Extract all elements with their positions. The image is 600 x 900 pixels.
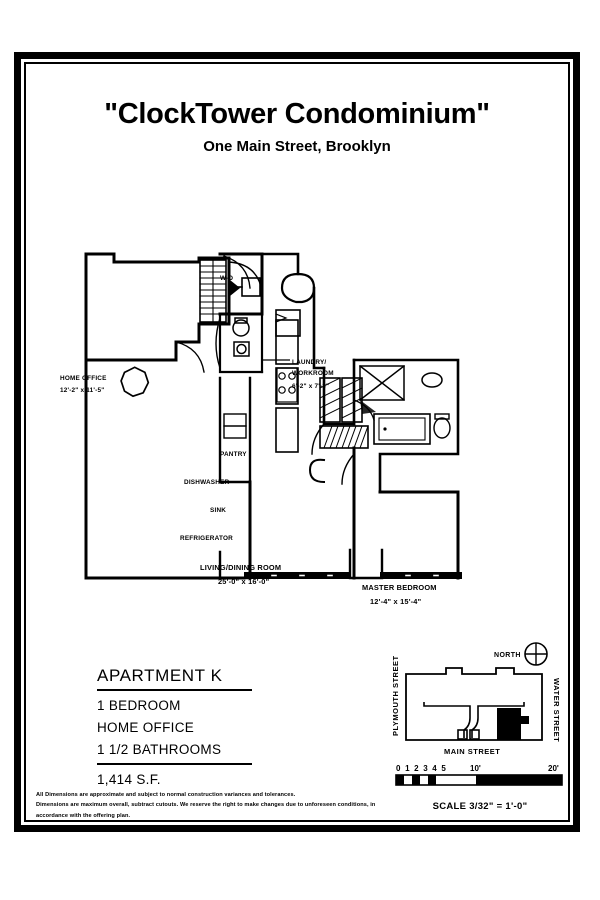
scale-bar-drawing: 0 1 2 3 4 5 10' 20' bbox=[395, 764, 563, 786]
label-laundry-name-2: WORKROOM bbox=[292, 370, 334, 377]
apartment-feature-1: HOME OFFICE bbox=[97, 720, 195, 735]
label-master-bedroom-name: MASTER BEDROOM bbox=[362, 583, 437, 592]
label-washer-dryer: W-D bbox=[220, 275, 233, 282]
key-map: NORTH PLYMOUTH STREET WATE bbox=[384, 640, 564, 760]
apartment-feature-2: 1 1/2 BATHROOMS bbox=[97, 742, 222, 757]
apartment-feature-0: 1 BEDROOM bbox=[97, 698, 181, 713]
scale-end-label: 20' bbox=[548, 764, 559, 773]
room-labels: HOME OFFICE 12'-2" x 11'-5" LAUNDRY/ WOR… bbox=[60, 275, 437, 606]
door-home-office-interior bbox=[175, 341, 205, 373]
disclaimer-line-2: Dimensions are maximum overall, subtract… bbox=[36, 802, 376, 819]
room-home-office-walls bbox=[84, 252, 231, 362]
bay-projection-mid bbox=[348, 548, 384, 580]
apartment-area: 1,414 S.F. bbox=[97, 772, 161, 787]
powder-toilet bbox=[232, 317, 250, 337]
home-office-closet bbox=[199, 259, 227, 323]
page-subtitle: One Main Street, Brooklyn bbox=[203, 138, 391, 155]
powder-sink bbox=[233, 341, 250, 357]
room-powder bbox=[218, 312, 264, 374]
master-closet bbox=[358, 364, 406, 402]
bath-toilet bbox=[433, 413, 451, 439]
kitchen-walls bbox=[218, 376, 252, 484]
column-living-rounded bbox=[308, 458, 326, 484]
entry-closet-hatch bbox=[319, 425, 369, 449]
sheet-content: "ClockTower Condominium" One Main Street… bbox=[24, 62, 570, 822]
key-map-drawing: NORTH PLYMOUTH STREET WATE bbox=[391, 642, 561, 756]
label-dishwasher: DISHWASHER bbox=[184, 479, 230, 486]
label-sink: SINK bbox=[210, 507, 226, 514]
label-home-office-dims: 12'-2" x 11'-5" bbox=[60, 387, 104, 394]
scale-bar: 0 1 2 3 4 5 10' 20' SCALE 3/32" = 1'-0" bbox=[394, 762, 566, 812]
bath-basin bbox=[421, 372, 443, 388]
room-laundry-walls bbox=[218, 252, 264, 316]
key-map-unit-highlight bbox=[497, 708, 529, 740]
disclaimer-line-1: All Dimensions are approximate and subje… bbox=[36, 792, 296, 798]
door-master-bath bbox=[353, 399, 376, 421]
scale-bar-graphic bbox=[395, 774, 563, 786]
corridor-closet-hatch bbox=[341, 377, 363, 423]
scale-mid-label: 10' bbox=[470, 764, 481, 773]
apartment-info-block: APARTMENT K 1 BEDROOM HOME OFFICE 1 1/2 … bbox=[97, 666, 327, 787]
street-label-main: MAIN STREET bbox=[444, 747, 500, 756]
page-title: "ClockTower Condominium" bbox=[104, 98, 490, 130]
sheet-border-inner bbox=[24, 62, 570, 822]
bay-projection-left bbox=[218, 550, 252, 580]
label-living-dining-dims: 25'-0" x 16'-0" bbox=[218, 577, 270, 586]
label-pantry: PANTRY bbox=[220, 451, 247, 458]
master-bedroom-walls bbox=[378, 490, 460, 580]
key-map-corridor bbox=[423, 702, 525, 740]
divider-top bbox=[97, 689, 252, 691]
kitchen-counter bbox=[275, 319, 299, 453]
master-bath-walls bbox=[352, 358, 460, 494]
street-label-plymouth: PLYMOUTH STREET bbox=[391, 655, 400, 736]
door-laundry bbox=[223, 255, 251, 289]
north-compass-icon bbox=[524, 642, 548, 666]
north-label: NORTH bbox=[494, 652, 521, 659]
door-home-office bbox=[228, 261, 263, 296]
disclaimer-text: All Dimensions are approximate and subje… bbox=[36, 790, 376, 821]
door-powder bbox=[215, 317, 221, 369]
exterior-window-wall bbox=[244, 572, 462, 579]
kitchen-pantry-fixture bbox=[275, 309, 301, 337]
apartment-name: APARTMENT K bbox=[97, 666, 223, 685]
label-laundry-dims: 6'-2" x 7'-3" bbox=[292, 383, 329, 390]
living-dining-walls bbox=[84, 358, 252, 580]
scale-ticks: 0 1 2 3 4 5 bbox=[396, 764, 447, 773]
street-label-water: WATER STREET bbox=[552, 678, 561, 742]
entry-closet-hatch-2 bbox=[319, 377, 341, 423]
divider-bottom bbox=[97, 763, 252, 765]
key-map-building bbox=[405, 667, 543, 741]
label-master-bedroom-dims: 12'-4" x 15'-4" bbox=[370, 597, 422, 606]
washer-dryer-fixture bbox=[233, 277, 261, 297]
label-refrigerator: REFRIGERATOR bbox=[180, 535, 233, 542]
kitchen-range bbox=[276, 367, 298, 403]
door-living-entry bbox=[311, 423, 325, 455]
column-rounded bbox=[280, 272, 316, 304]
bathtub bbox=[373, 413, 431, 445]
column-octagonal bbox=[120, 366, 150, 398]
door-bedroom bbox=[341, 453, 355, 485]
kitchen-sink-fixture bbox=[223, 413, 247, 439]
label-laundry-name: LAUNDRY/ bbox=[292, 359, 326, 366]
scale-caption: SCALE 3/32" = 1'-0" bbox=[432, 801, 528, 812]
floor-plan-drawing: HOME OFFICE 12'-2" x 11'-5" LAUNDRY/ WOR… bbox=[60, 252, 462, 606]
label-home-office-name: HOME OFFICE bbox=[60, 375, 107, 382]
label-living-dining-name: LIVING/DINING ROOM bbox=[200, 563, 281, 572]
